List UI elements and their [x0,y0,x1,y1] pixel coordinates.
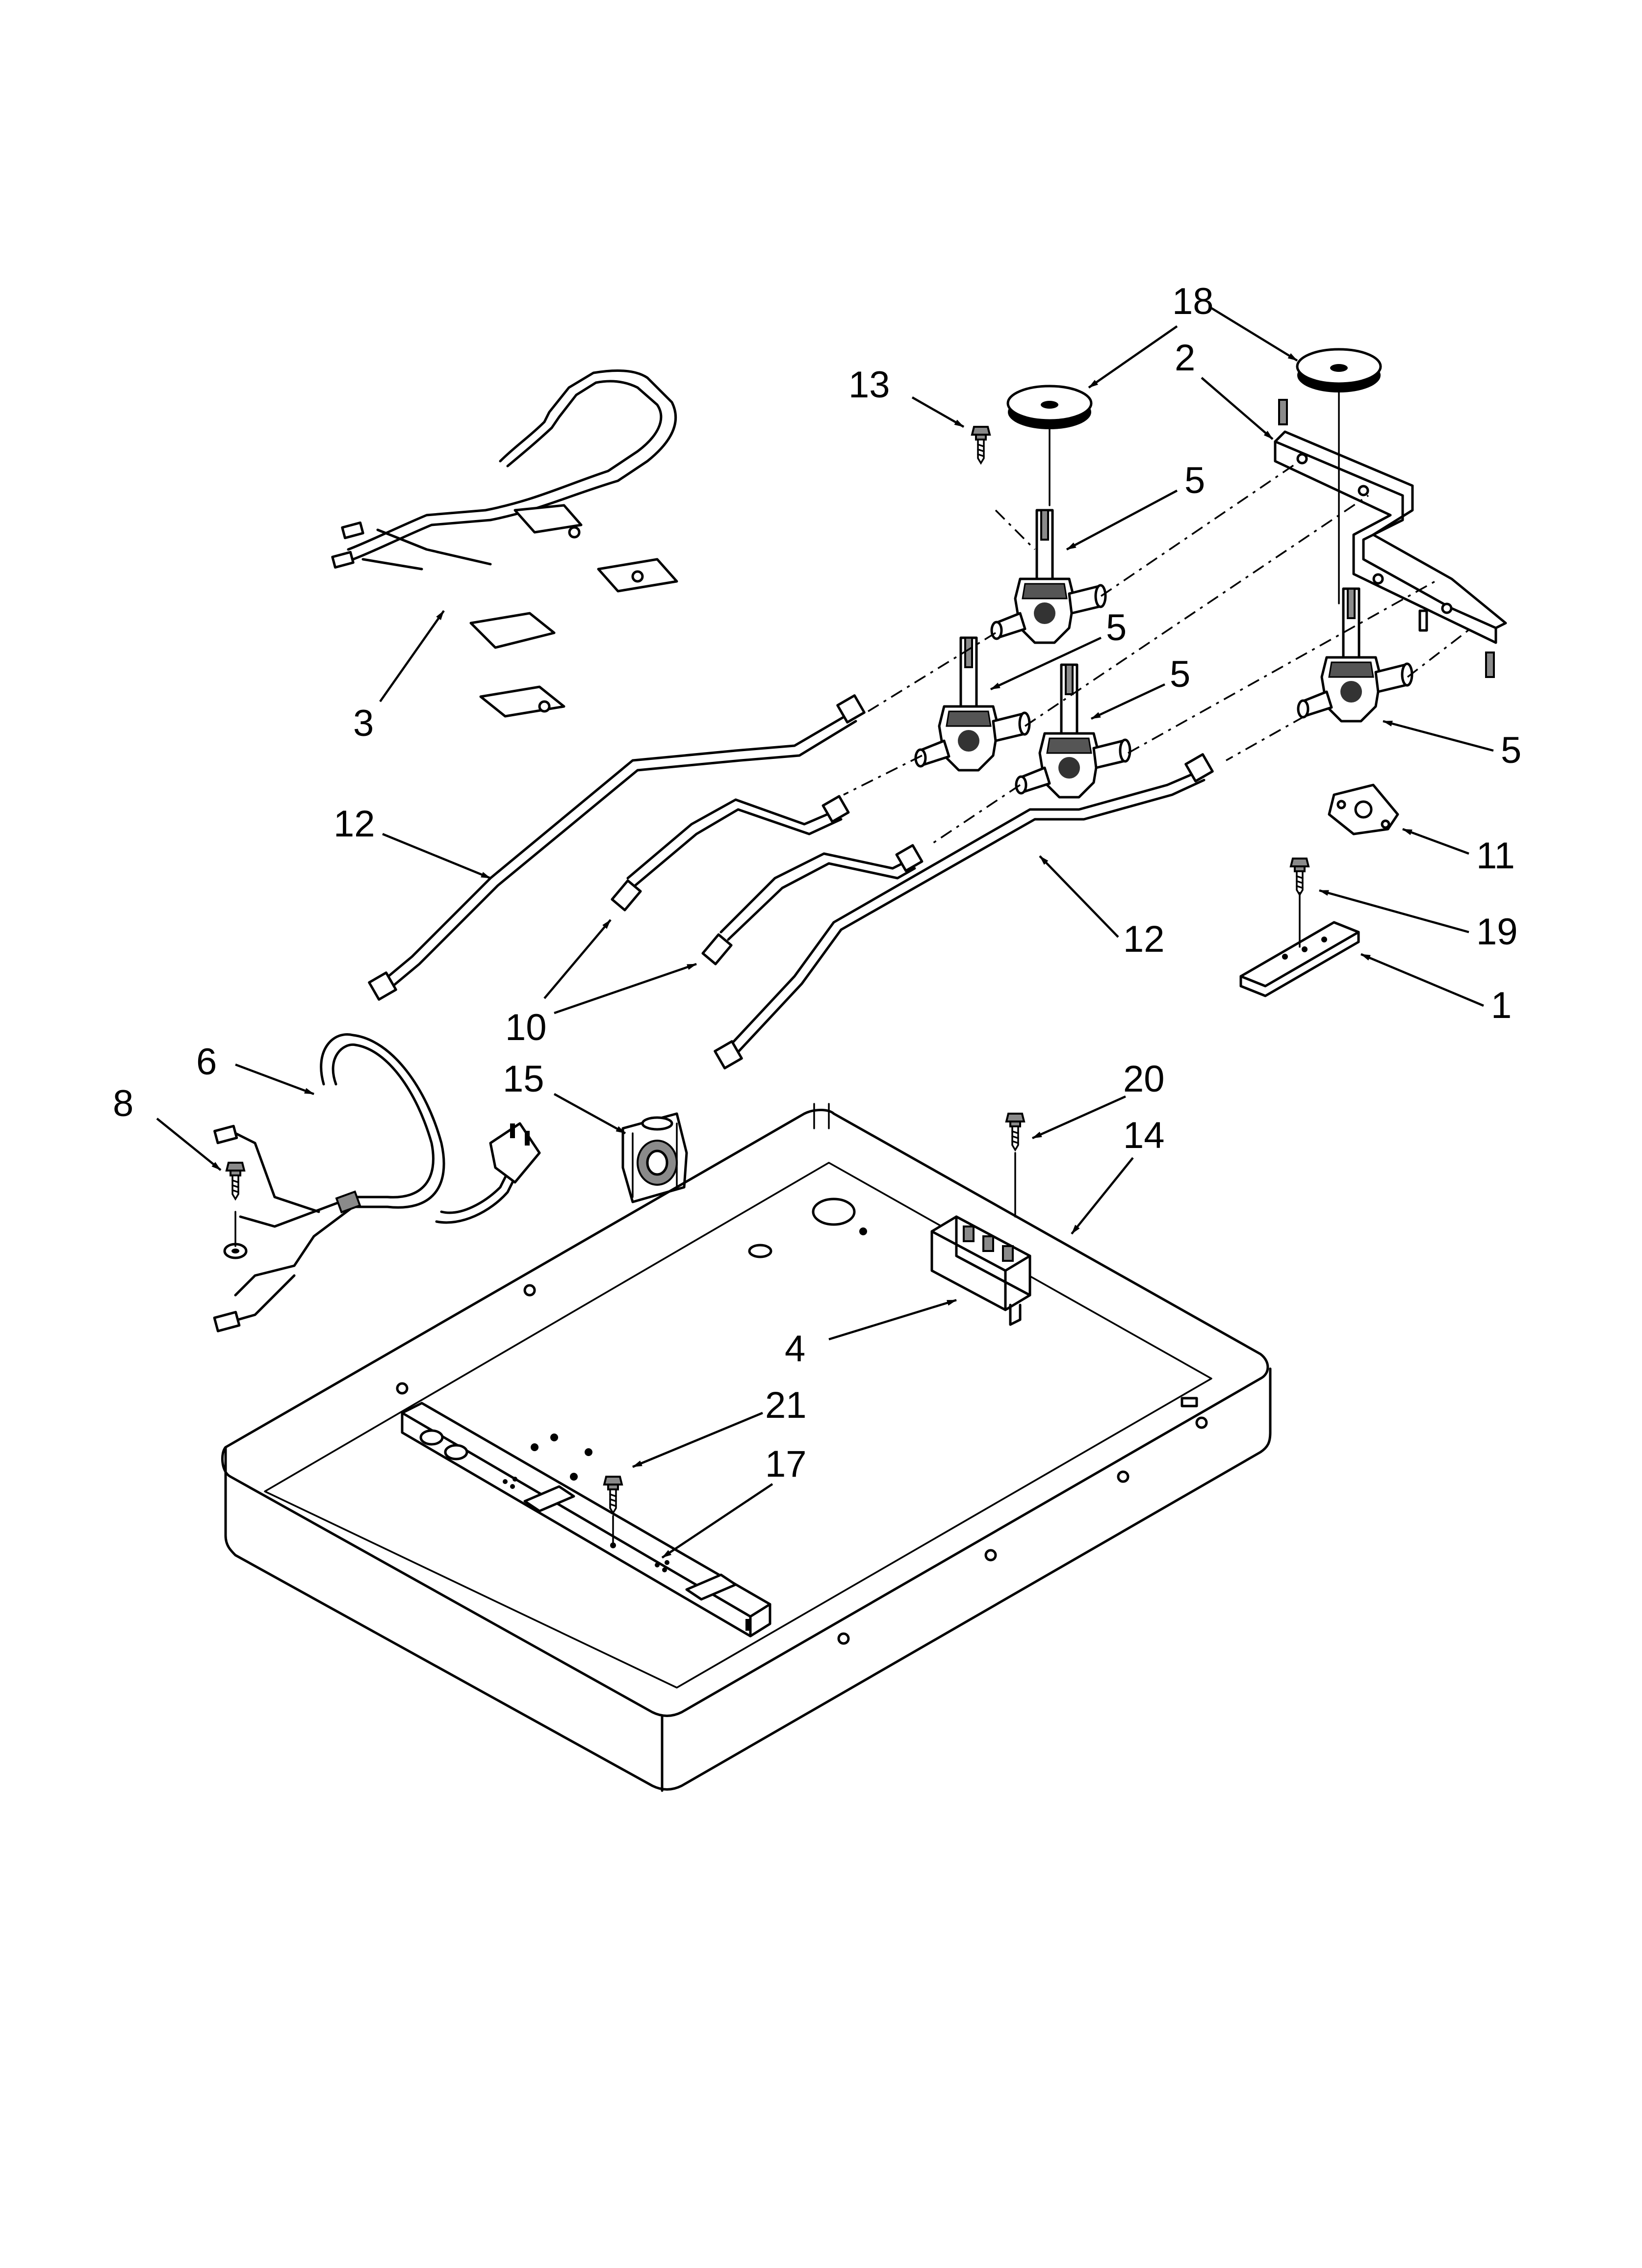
callout-11: 11 [1476,835,1515,877]
callout-5-left: 5 [1106,607,1127,649]
callout-6: 6 [196,1041,217,1083]
screw-20 [1005,1113,1025,1151]
callout-5-mid: 5 [1170,653,1190,695]
terminal-block [930,1215,1031,1326]
pressure-regulator [621,1112,688,1203]
callout-2: 2 [1175,337,1195,379]
gas-tubes [368,694,1214,1069]
screw-19 [1290,858,1309,896]
manifold-bracket [1274,399,1507,678]
callout-1: 1 [1491,985,1512,1026]
bracket-1 [1239,892,1360,997]
callout-5-right: 5 [1501,730,1521,771]
callout-8: 8 [113,1083,133,1124]
power-cord [213,1033,541,1332]
callout-17: 17 [765,1443,807,1485]
callout-12-left: 12 [334,803,375,845]
screw-8 [226,1162,245,1200]
callout-19: 19 [1476,911,1518,953]
screw-13 [971,426,991,464]
callout-12-right: 12 [1123,918,1165,960]
base-pan [221,1103,1272,1792]
callout-21: 21 [765,1384,807,1426]
callout-4: 4 [785,1328,805,1370]
gasket-11 [1328,783,1399,835]
callout-14: 14 [1123,1115,1165,1156]
wire-harness [331,369,678,718]
burner-caps [1006,348,1382,604]
callout-15: 15 [503,1058,544,1100]
control-rail [401,1402,771,1638]
callout-20: 20 [1123,1058,1165,1100]
callout-18: 18 [1172,281,1214,322]
alignment-lines [843,460,1472,845]
callout-13: 13 [848,364,890,406]
callout-5-top: 5 [1184,460,1205,501]
callout-3: 3 [353,703,374,744]
callouts: 18 2 13 5 5 5 5 3 12 12 11 19 1 10 6 8 [113,281,1521,1559]
screw-21 [603,1476,623,1514]
callout-10: 10 [505,1007,547,1048]
